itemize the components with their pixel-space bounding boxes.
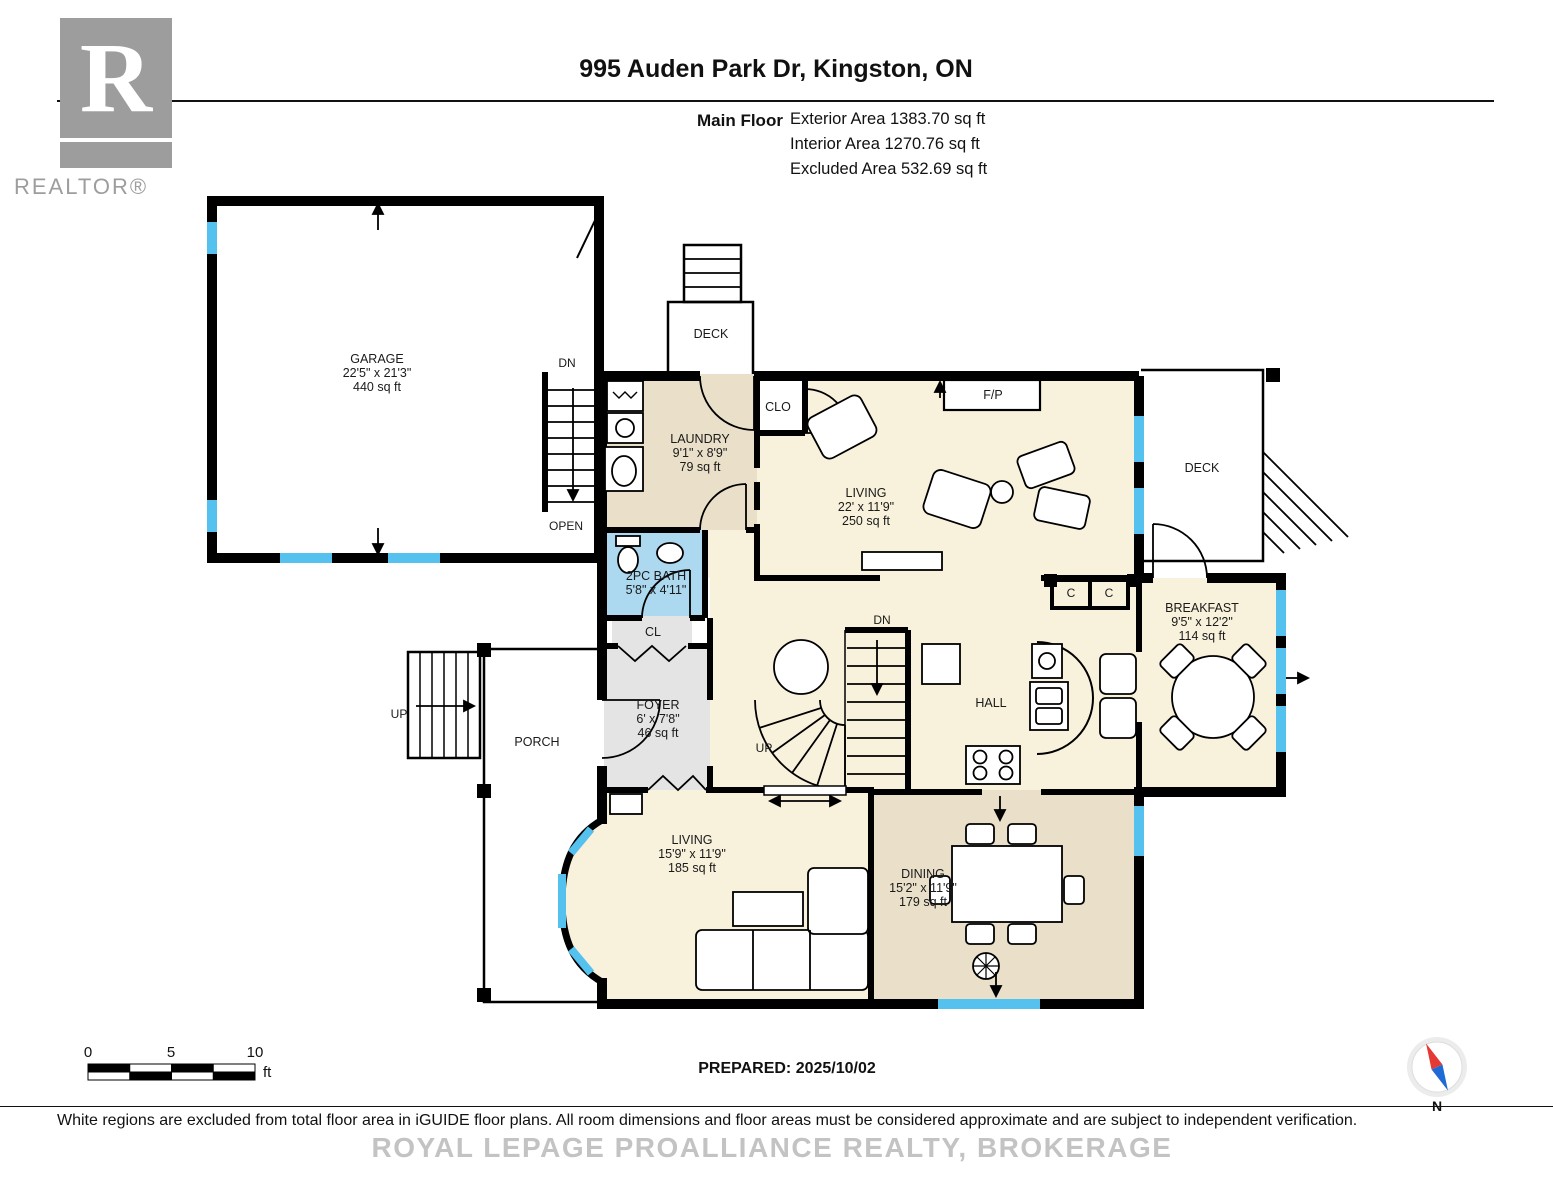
room-label-deck-top: DECK xyxy=(693,327,729,341)
brokerage-watermark: ROYAL LEPAGE PROALLIANCE REALTY, BROKERA… xyxy=(371,1132,1173,1163)
realtor-logo-box: R xyxy=(60,18,172,138)
compass-icon xyxy=(1407,1037,1467,1097)
realtor-logo-strip xyxy=(60,142,172,168)
scale-unit-label: ft xyxy=(263,1064,272,1081)
page-title: 995 Auden Park Dr, Kingston, ON xyxy=(579,55,973,83)
disclaimer-text: White regions are excluded from total fl… xyxy=(57,1112,1358,1129)
header-rule xyxy=(57,100,1494,102)
fireplace-label: F/P xyxy=(983,388,1003,402)
scale-10-label: 10 xyxy=(246,1044,264,1061)
scale-0-label: 0 xyxy=(83,1044,93,1061)
room-label-deck-right: DECK xyxy=(1184,461,1220,475)
stairs-dn-main-label: DN xyxy=(873,613,891,627)
stat-excluded-area: Excluded Area 532.69 sq ft xyxy=(790,160,988,178)
hall-closets xyxy=(1044,574,1140,610)
footer-rule xyxy=(0,1106,1553,1107)
outdoor-structures xyxy=(406,243,1349,1004)
room-label-hall: HALL xyxy=(975,696,1007,710)
stairs-dn-garage-label: DN xyxy=(558,356,576,370)
closet-c2-label: C xyxy=(1104,586,1114,600)
open-below-label: OPEN xyxy=(548,519,584,533)
realtor-logo: R REALTOR® xyxy=(14,18,172,200)
scale-5-label: 5 xyxy=(166,1044,176,1061)
scale-bar xyxy=(87,1063,256,1081)
stat-interior-area: Interior Area 1270.76 sq ft xyxy=(790,135,980,153)
realtor-logo-letter: R xyxy=(79,22,153,133)
fireplace-box xyxy=(942,378,1042,412)
posts xyxy=(477,368,1280,1002)
room-label-clo: CLO xyxy=(765,400,791,414)
area-stats: Exterior Area 1383.70 sq ft Interior Are… xyxy=(790,107,987,182)
floor-label: Main Floor xyxy=(697,111,783,130)
stat-exterior-area: Exterior Area 1383.70 sq ft xyxy=(790,110,986,128)
room-label-cl: CL xyxy=(645,625,661,639)
stairs-up-porch-label: UP xyxy=(390,707,408,721)
room-label-porch: PORCH xyxy=(514,735,560,749)
closet-c1-label: C xyxy=(1066,586,1076,600)
stairs-up-main-label: UP xyxy=(755,741,773,755)
realtor-logo-word: REALTOR® xyxy=(14,174,149,199)
prepared-date: PREPARED: 2025/10/02 xyxy=(698,1060,876,1077)
arrows xyxy=(371,201,1311,999)
windows xyxy=(207,222,1286,1009)
furniture xyxy=(604,378,1267,991)
